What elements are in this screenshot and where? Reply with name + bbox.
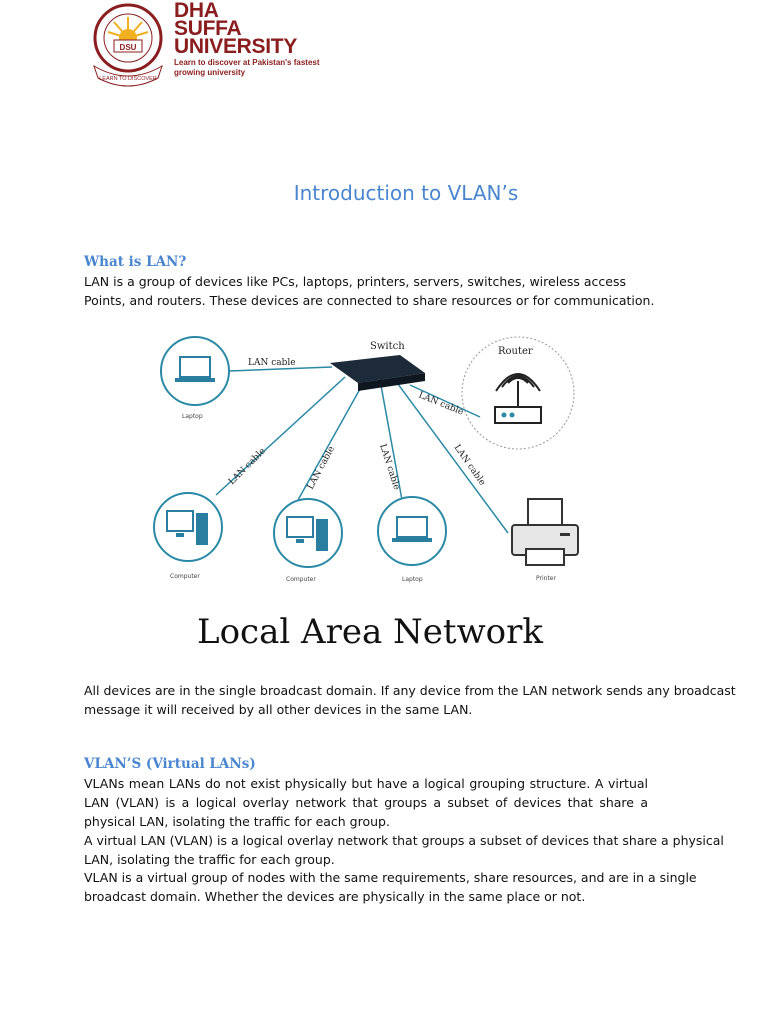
- heading-what-is-lan: What is LAN?: [84, 254, 187, 270]
- paragraph-lan-definition: LAN is a group of devices like PCs, lapt…: [84, 274, 655, 308]
- laptop-2-icon: [377, 496, 447, 566]
- university-seal-icon: DSU LEARN TO DISCOVER: [93, 3, 163, 87]
- router-icon: [461, 336, 575, 450]
- printer-label: Printer: [536, 575, 556, 582]
- logo-line-2: SUFFA: [174, 17, 242, 40]
- computer-2-icon: [273, 498, 343, 568]
- switch-label: Switch: [370, 341, 405, 352]
- seal-ribbon-text: LEARN TO DISCOVER: [99, 76, 157, 82]
- computer-1-label: Computer: [170, 573, 200, 580]
- page-title: Introduction to VLAN’s: [293, 181, 519, 205]
- laptop-2-label: Laptop: [402, 576, 423, 583]
- diagram-caption: Local Area Network: [196, 612, 543, 652]
- seal-center-text: DSU: [120, 43, 137, 52]
- cable-label-computer1: LAN cable: [227, 446, 268, 487]
- logo-wordmark: DHA SUFFA UNIVERSITY Learn to discover a…: [174, 0, 324, 78]
- logo-line-3: UNIVERSITY: [174, 35, 298, 58]
- printer-icon: [511, 498, 579, 566]
- cable-label-computer2: LAN cable: [306, 445, 337, 492]
- paragraph-broadcast: All devices are in the single broadcast …: [84, 683, 736, 717]
- laptop-top-icon: [160, 336, 230, 406]
- lan-diagram: Switch LAN cable LAN cable LAN cable LAN…: [153, 336, 579, 583]
- paragraph-vlan-2: A virtual LAN (VLAN) is a logical overla…: [84, 833, 724, 867]
- cable-label-laptop: LAN cable: [248, 358, 296, 368]
- laptop-top-label: Laptop: [182, 413, 203, 420]
- heading-vlans: VLAN’S (Virtual LANs): [84, 756, 256, 772]
- cable-label-router: LAN cable: [417, 391, 465, 418]
- switch-icon: [330, 355, 425, 391]
- lan-cables: [215, 366, 509, 534]
- computer-1-icon: [153, 492, 223, 562]
- paragraph-vlan-3: VLAN is a virtual group of nodes with th…: [84, 870, 697, 904]
- university-logo: DSU LEARN TO DISCOVER DHA SUFFA UNIVERSI…: [88, 0, 320, 90]
- logo-line-1: DHA: [174, 0, 219, 22]
- router-label: Router: [498, 346, 533, 357]
- paragraph-vlan-1: VLANs mean LANs do not exist physically …: [84, 776, 648, 829]
- computer-2-label: Computer: [286, 576, 316, 583]
- cable-label-laptop2: LAN cable: [377, 443, 401, 491]
- logo-tagline: Learn to discover at Pakistan's fastest …: [174, 58, 320, 77]
